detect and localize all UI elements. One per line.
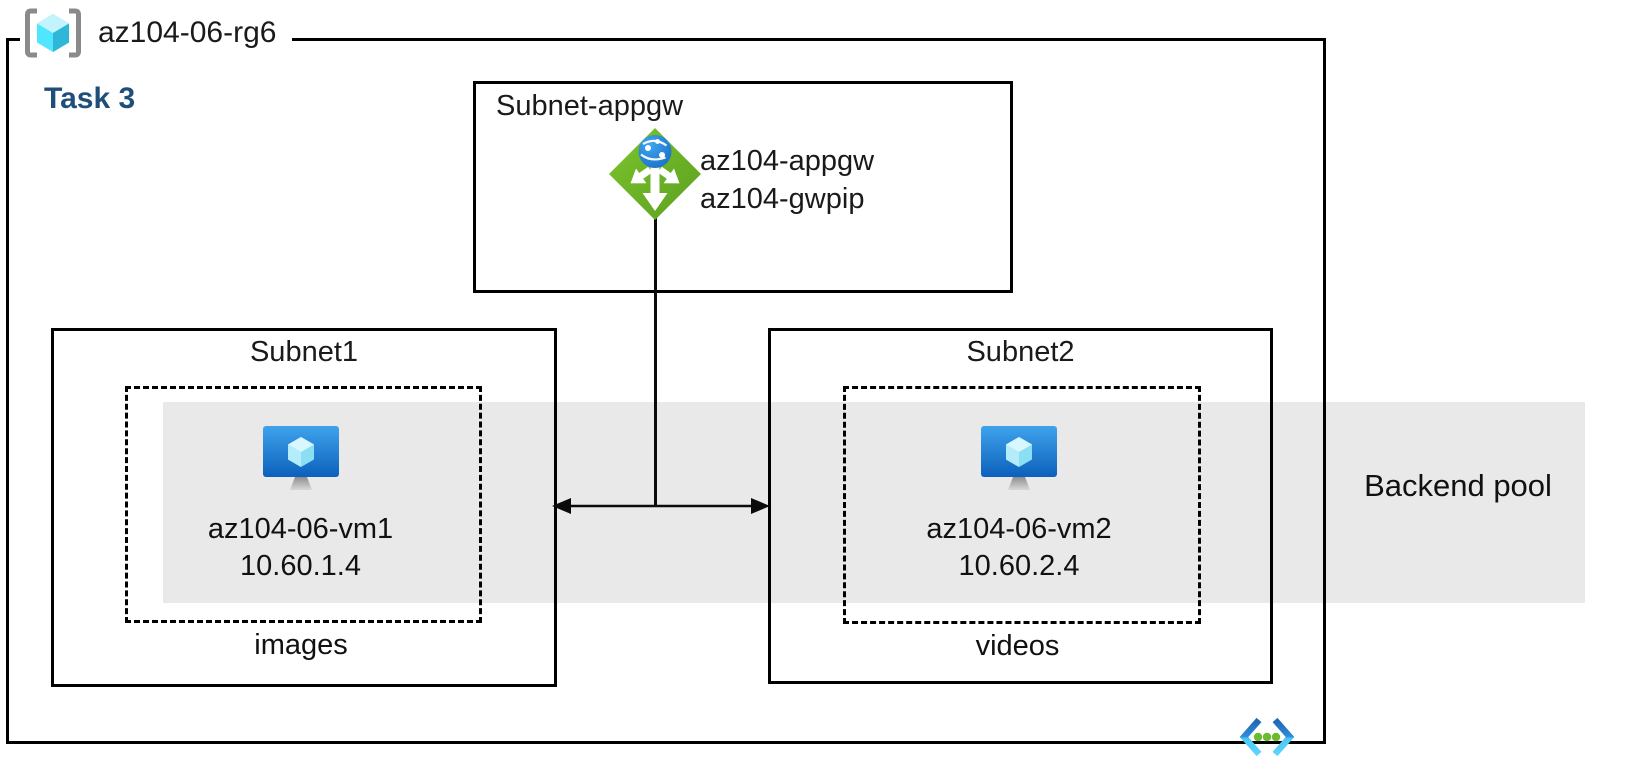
task-label: Task 3 <box>44 82 136 115</box>
virtual-machine-icon-vm1 <box>263 426 339 490</box>
vm1-name-label: az104-06-vm1 <box>207 513 394 545</box>
backend-pool-band <box>163 402 1585 603</box>
subnet2-backendpool-dashed-box <box>843 386 1201 624</box>
gateway-connector-line <box>654 217 657 507</box>
subnet1-backendpool-dashed-box <box>125 386 482 623</box>
resource-group-box <box>6 38 1326 744</box>
subnet1-content-tag: images <box>254 629 348 661</box>
subnet1-label: Subnet1 <box>249 336 359 368</box>
virtual-machine-icon-vm2 <box>981 426 1057 490</box>
resource-group-icon <box>25 8 81 58</box>
subnet2-content-tag: videos <box>975 630 1060 662</box>
resource-group-name: az104-06-rg6 <box>98 16 277 49</box>
subnet-double-arrow <box>552 498 770 514</box>
vm2-ip-label: 10.60.2.4 <box>958 550 1080 582</box>
subnet1-box: Subnet1 <box>51 328 557 687</box>
appgw-name-label: az104-appgw <box>700 145 875 177</box>
appgw-subnet-box: Subnet-appgw <box>473 81 1013 293</box>
vm1-ip-label: 10.60.1.4 <box>240 550 361 582</box>
backend-pool-label: Backend pool <box>1364 468 1552 503</box>
appgw-subnet-label: Subnet-appgw <box>496 90 684 122</box>
appgw-labels: az104-appgw az104-gwpip <box>700 142 874 218</box>
appgw-public-ip-label: az104-gwpip <box>700 183 865 215</box>
resource-group-legend: az104-06-rg6 <box>20 4 293 62</box>
application-gateway-icon <box>609 128 701 220</box>
subnet2-label: Subnet2 <box>966 336 1075 368</box>
vm2-name-label: az104-06-vm2 <box>926 513 1112 545</box>
virtual-network-icon <box>1239 717 1295 757</box>
